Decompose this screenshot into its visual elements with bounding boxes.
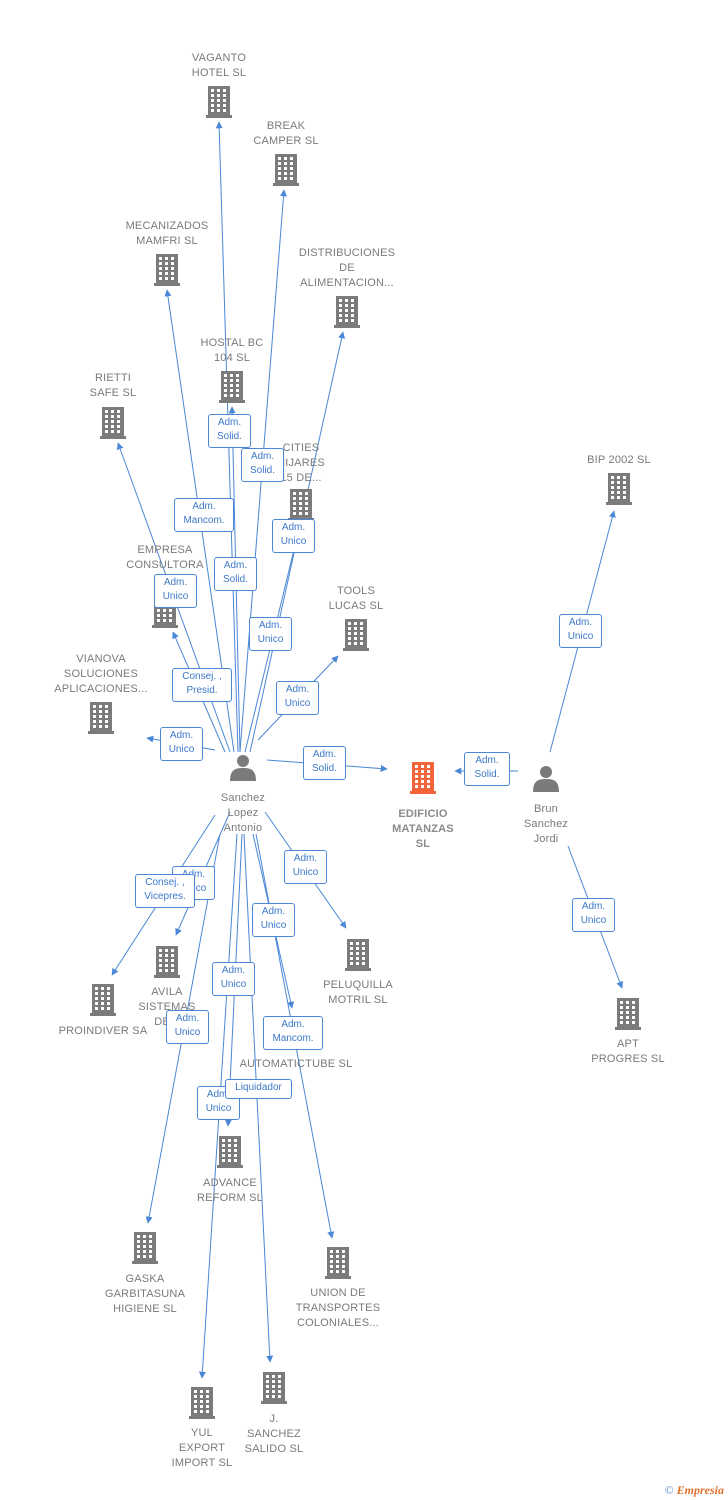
role-tag-sanchez-proindiver[interactable]: Consej. , Vicepres. bbox=[135, 874, 195, 908]
building-icon-union[interactable] bbox=[325, 1247, 351, 1279]
copyright-symbol: © bbox=[664, 1483, 674, 1497]
building-icon-tools[interactable] bbox=[343, 619, 369, 651]
company-label-automatictube[interactable]: AUTOMATICTUBE SL bbox=[239, 1058, 353, 1070]
role-tag-sanchez-distribuciones[interactable]: Adm. Unico bbox=[272, 519, 315, 553]
company-label-distribuciones[interactable]: DISTRIBUCIONES DE ALIMENTACION... bbox=[298, 247, 396, 289]
role-tag-brun-apt[interactable]: Adm. Unico bbox=[572, 898, 615, 932]
role-tag-sanchez-empresa[interactable]: Consej. , Presid. bbox=[172, 668, 232, 702]
role-tag-brun-focus[interactable]: Adm. Solid. bbox=[464, 752, 510, 786]
role-tag-sanchez-hostal[interactable]: Adm. Solid. bbox=[214, 557, 257, 591]
copyright: © Empresia bbox=[665, 1483, 724, 1498]
building-icon-proindiver[interactable] bbox=[90, 984, 116, 1016]
building-icon-yul[interactable] bbox=[189, 1387, 215, 1419]
building-icon-vaganto[interactable] bbox=[206, 86, 232, 118]
building-icon-gaska[interactable] bbox=[132, 1232, 158, 1264]
company-label-rietti[interactable]: RIETTI SAFE SL bbox=[89, 372, 137, 399]
role-tag-sanchez-break[interactable]: Adm. Solid. bbox=[241, 448, 284, 482]
building-icon-distribuciones[interactable] bbox=[334, 296, 360, 328]
company-label-gaska[interactable]: GASKA GARBITASUNA HIGIENE SL bbox=[104, 1273, 186, 1315]
company-label-mecanizados[interactable]: MECANIZADOS MAMFRI SL bbox=[125, 220, 209, 247]
building-icon-break[interactable] bbox=[273, 154, 299, 186]
person-icon-brun[interactable] bbox=[533, 766, 559, 792]
company-label-vianova[interactable]: VIANOVA SOLUCIONES APLICACIONES... bbox=[54, 653, 148, 695]
role-tag-sanchez-jsanchez[interactable]: Liquidador bbox=[225, 1079, 292, 1099]
person-label-brun[interactable]: Brun Sanchez Jordi bbox=[523, 803, 569, 845]
role-tag-sanchez-tools[interactable]: Adm. Unico bbox=[276, 681, 319, 715]
building-icon-peluquilla[interactable] bbox=[345, 939, 371, 971]
building-icon-cities[interactable] bbox=[288, 489, 314, 521]
building-icon-advance[interactable] bbox=[217, 1136, 243, 1168]
role-tag-sanchez-vianova[interactable]: Adm. Unico bbox=[160, 727, 203, 761]
person-label-sanchez[interactable]: Sanchez Lopez Antonio bbox=[220, 792, 266, 834]
company-label-vaganto[interactable]: VAGANTO HOTEL SL bbox=[191, 52, 247, 79]
company-label-cities[interactable]: CITIES NIJARES 15 DE... bbox=[277, 442, 325, 484]
focus-building-icon[interactable] bbox=[410, 762, 436, 794]
building-icon-hostal[interactable] bbox=[219, 371, 245, 403]
company-label-proindiver[interactable]: PROINDIVER SA bbox=[58, 1025, 148, 1037]
company-label-apt[interactable]: APT PROGRES SL bbox=[591, 1038, 665, 1065]
company-label-advance[interactable]: ADVANCE REFORM SL bbox=[197, 1177, 263, 1204]
role-tag-sanchez-peluquilla[interactable]: Adm. Unico bbox=[284, 850, 327, 884]
role-tag-sanchez-gaska[interactable]: Adm. Unico bbox=[166, 1010, 209, 1044]
role-tag-sanchez-advance[interactable]: Adm. Unico bbox=[212, 962, 255, 996]
role-tag-sanchez-vaganto[interactable]: Adm. Solid. bbox=[208, 414, 251, 448]
company-label-peluquilla[interactable]: PELUQUILLA MOTRIL SL bbox=[323, 979, 393, 1006]
company-label-jsanchez[interactable]: J. SANCHEZ SALIDO SL bbox=[244, 1413, 304, 1455]
company-label-bip[interactable]: BIP 2002 SL bbox=[587, 454, 651, 466]
building-icon-mecanizados[interactable] bbox=[154, 254, 180, 286]
company-label-union[interactable]: UNION DE TRANSPORTES COLONIALES... bbox=[295, 1287, 381, 1329]
company-label-break[interactable]: BREAK CAMPER SL bbox=[253, 120, 319, 147]
role-tag-sanchez-automatictube[interactable]: Adm. Unico bbox=[252, 903, 295, 937]
role-tag-sanchez-cities[interactable]: Adm. Unico bbox=[249, 617, 292, 651]
building-icon-rietti[interactable] bbox=[100, 407, 126, 439]
company-label-hostal[interactable]: HOSTAL BC 104 SL bbox=[200, 337, 264, 364]
role-tag-brun-bip[interactable]: Adm. Unico bbox=[559, 614, 602, 648]
company-label-yul[interactable]: YUL EXPORT IMPORT SL bbox=[171, 1427, 233, 1469]
role-tag-sanchez-union[interactable]: Adm. Mancom. bbox=[263, 1016, 323, 1050]
building-icon-apt[interactable] bbox=[615, 998, 641, 1030]
person-icon-sanchez[interactable] bbox=[230, 755, 256, 781]
building-icon-vianova[interactable] bbox=[88, 702, 114, 734]
focus-company-label[interactable]: EDIFICIO MATANZAS SL bbox=[392, 808, 454, 850]
building-icon-jsanchez[interactable] bbox=[261, 1372, 287, 1404]
brand-logo[interactable]: Empresia bbox=[676, 1483, 724, 1497]
company-label-tools[interactable]: TOOLS LUCAS SL bbox=[328, 585, 384, 612]
role-tag-sanchez-mecanizados[interactable]: Adm. Mancom. bbox=[174, 498, 234, 532]
role-tag-sanchez-focus[interactable]: Adm. Solid. bbox=[303, 746, 346, 780]
building-icon-bip[interactable] bbox=[606, 473, 632, 505]
building-icon-avila[interactable] bbox=[154, 946, 180, 978]
role-tag-sanchez-rietti[interactable]: Adm. Unico bbox=[154, 574, 197, 608]
